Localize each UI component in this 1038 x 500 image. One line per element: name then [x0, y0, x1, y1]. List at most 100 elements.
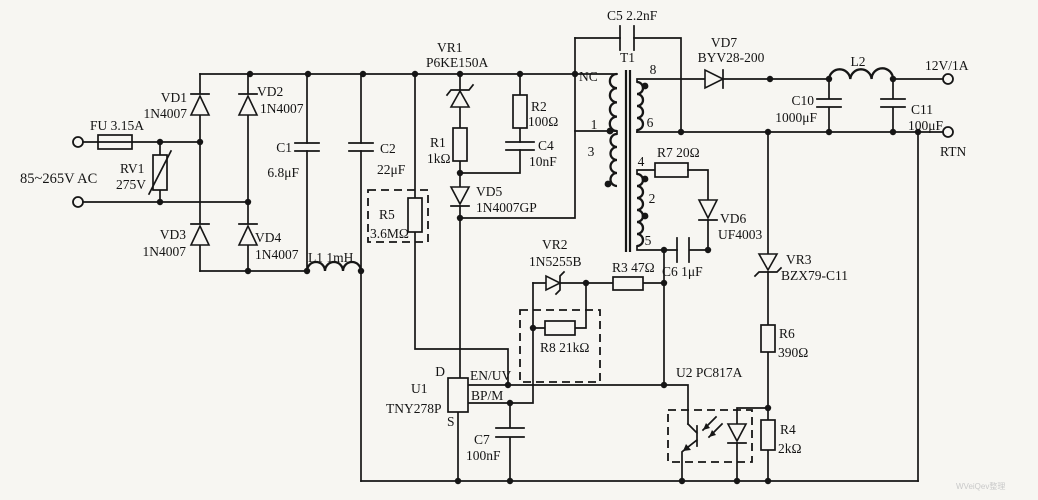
phase-dot: [604, 180, 612, 188]
r8-dashed-box: [519, 309, 601, 383]
inductors: [305, 67, 895, 272]
light-arrows: [701, 415, 724, 439]
u1-tny278p-ic: [447, 377, 469, 413]
r2-label: R2: [531, 99, 547, 114]
pin6-label: 6: [647, 115, 654, 130]
vd1-label: VD1: [161, 90, 187, 105]
r6-value: 390Ω: [778, 345, 808, 360]
opto-led-diode: [726, 423, 748, 444]
watermark: WVeiQev整理: [956, 481, 1005, 491]
vd5-diode: [449, 186, 471, 207]
transformer-t1: [604, 70, 649, 252]
nc-pin-label: NC: [579, 69, 598, 84]
r7-label: R7 20Ω: [657, 145, 700, 160]
output-rtn-terminal: [942, 126, 954, 138]
vr3-zener-diode: [753, 253, 783, 278]
vd3-value: 1N4007: [143, 244, 187, 259]
r2-value: 100Ω: [528, 114, 558, 129]
r4-value: 2kΩ: [778, 441, 802, 456]
c10-label: C10: [791, 93, 814, 108]
vd6-label: VD6: [720, 211, 746, 226]
vr2-value: 1N5255B: [529, 254, 582, 269]
vr1-label: VR1: [437, 40, 463, 55]
r5-label: R5: [379, 207, 395, 222]
l1-inductor: [305, 260, 363, 272]
c6-label: C6 1μF: [662, 264, 703, 279]
c11-label: C11: [911, 102, 933, 117]
c1-value: 6.8μF: [267, 165, 299, 180]
vr3-label: VR3: [786, 252, 812, 267]
wires: [83, 25, 944, 482]
phase-dot: [641, 82, 649, 90]
pin1-label: 1: [591, 117, 598, 132]
pin4-label: 4: [638, 154, 645, 169]
r5-value: 3.6MΩ: [370, 226, 409, 241]
r1-value: 1kΩ: [427, 151, 451, 166]
c2-label: C2: [380, 141, 396, 156]
output-12v-terminal: [942, 73, 954, 85]
pin2-label: 2: [649, 191, 656, 206]
pin3-label: 3: [588, 144, 595, 159]
vd4-value: 1N4007: [255, 247, 299, 262]
u1-pin-bpm-label: BP/M: [471, 388, 503, 403]
fuse-label: FU 3.15A: [90, 118, 144, 133]
r3-label: R3 47Ω: [612, 260, 655, 275]
r5-dashed-box: [367, 189, 429, 243]
ac-input-terminal-bottom: [72, 196, 84, 208]
u1-pin-s-label: S: [447, 414, 455, 429]
r1-label: R1: [430, 135, 446, 150]
vd7-value: BYV28-200: [698, 50, 765, 65]
terminals: [72, 73, 954, 208]
u1-label: U1: [411, 381, 428, 396]
ac-input-label: 85~265V AC: [20, 171, 97, 187]
pin8-label: 8: [650, 62, 657, 77]
phototransistor: [681, 422, 699, 453]
vd2-diode: [237, 93, 259, 116]
u1-pin-d-label: D: [435, 364, 445, 379]
bias-winding: [636, 172, 645, 248]
primary-winding: [608, 72, 618, 133]
c4-label: C4: [538, 138, 554, 153]
vd7-diode: [704, 68, 725, 90]
vr1-tvs-diode: [445, 83, 475, 108]
text-labels: 85~265V AC FU 3.15A RV1 275V VD1 1N4007 …: [20, 8, 1005, 491]
vd1-diode: [189, 93, 211, 116]
l2-label: L2: [851, 54, 866, 69]
vr2-label: VR2: [542, 237, 568, 252]
c7-value: 100nF: [466, 448, 501, 463]
junction-dots: [156, 70, 922, 485]
vd4-diode: [237, 223, 259, 246]
vd3-diode: [189, 223, 211, 246]
secondary-winding: [636, 80, 645, 132]
c2-value: 22μF: [377, 162, 406, 177]
u1-value: TNY278P: [386, 401, 442, 416]
u2-label: U2 PC817A: [676, 365, 743, 380]
primary-lower-winding: [609, 132, 618, 188]
output-rtn-label: RTN: [940, 144, 966, 159]
c4-value: 10nF: [529, 154, 557, 169]
vd2-value: 1N4007: [260, 101, 304, 116]
c7-label: C7: [474, 432, 490, 447]
l1-label: L1 1mH: [308, 250, 354, 265]
c1-label: C1: [276, 140, 292, 155]
pin5-label: 5: [645, 233, 652, 248]
vr3-value: BZX79-C11: [781, 268, 848, 283]
phase-dot: [641, 212, 649, 220]
diode-symbols: [189, 68, 783, 296]
output-12v-label: 12V/1A: [925, 58, 969, 73]
vr2-zener-diode: [545, 270, 566, 296]
c11-value: 100μF: [908, 118, 943, 133]
u1-pin-enuv-label: EN/UV: [470, 368, 511, 383]
phase-dot: [641, 175, 649, 183]
r8-label: R8 21kΩ: [540, 340, 589, 355]
ac-input-terminal-top: [72, 136, 84, 148]
vd5-value: 1N4007GP: [476, 200, 537, 215]
t1-label: T1: [620, 50, 635, 65]
c5-label: C5 2.2nF: [607, 8, 658, 23]
vd4-label: VD4: [255, 230, 281, 245]
rv1-value: 275V: [116, 177, 146, 192]
vd5-label: VD5: [476, 184, 502, 199]
u2-pc817a-optocoupler: [667, 409, 753, 463]
